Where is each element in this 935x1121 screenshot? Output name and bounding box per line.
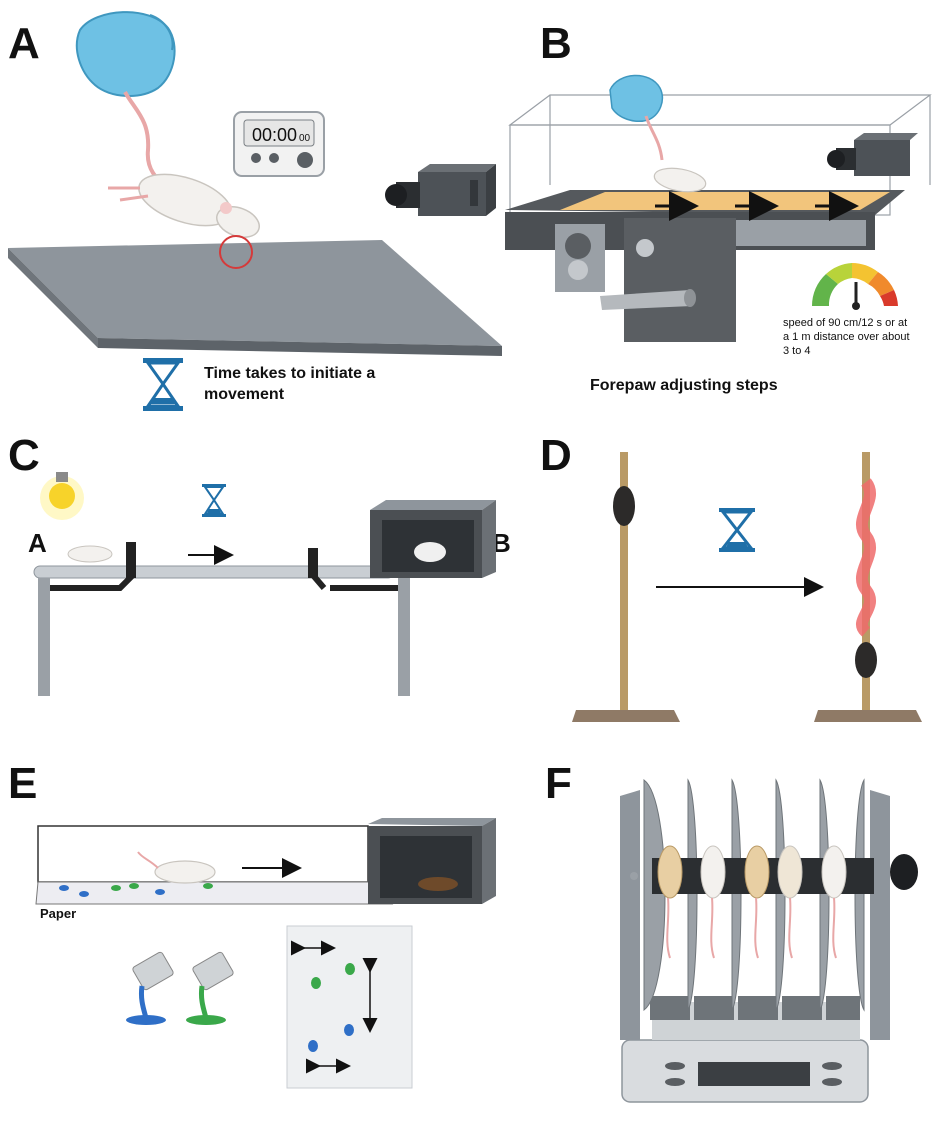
rotarod-dividers bbox=[643, 778, 865, 1012]
pole-right bbox=[814, 452, 922, 722]
rat bbox=[108, 173, 260, 238]
mouse bbox=[613, 486, 635, 526]
rotarod-base bbox=[621, 1039, 869, 1103]
mouse bbox=[855, 642, 877, 678]
panel-d: D bbox=[540, 431, 922, 722]
panel-label-e: E bbox=[8, 759, 37, 808]
camera-icon bbox=[827, 133, 918, 176]
motor bbox=[890, 854, 918, 890]
hourglass-icon bbox=[202, 484, 226, 517]
footprints bbox=[59, 883, 213, 897]
descent-path bbox=[856, 478, 876, 637]
rat bbox=[653, 167, 707, 193]
paint-can-icon bbox=[126, 951, 174, 1025]
treadmill bbox=[505, 190, 905, 342]
caption-a-line1: Time takes to initiate a bbox=[204, 365, 375, 382]
panel-a: A 00:00 00 bbox=[8, 11, 502, 411]
speed-gauge-icon bbox=[811, 263, 898, 310]
rat-tail bbox=[123, 91, 167, 187]
beam bbox=[33, 542, 410, 696]
pole-left bbox=[572, 452, 680, 722]
caption-a-line2: movement bbox=[204, 386, 285, 403]
caption-b: Forepaw adjusting steps bbox=[590, 377, 778, 394]
speed-text-line1: speed of 90 cm/12 s or at bbox=[783, 317, 907, 329]
paw-highlight-circle bbox=[219, 235, 253, 269]
hourglass-icon bbox=[143, 358, 183, 411]
runway bbox=[35, 818, 496, 905]
platform-edge bbox=[98, 338, 502, 356]
light-bulb-icon bbox=[40, 472, 84, 520]
camera-icon bbox=[385, 164, 496, 216]
panel-c: C A B bbox=[8, 431, 511, 696]
glove-hand-icon bbox=[609, 74, 664, 122]
platform-top bbox=[8, 240, 502, 346]
panel-b: B bbox=[505, 19, 932, 394]
end-label: B bbox=[492, 528, 511, 558]
paper-sheet bbox=[286, 925, 413, 1089]
glove-hand-icon bbox=[75, 11, 176, 97]
speed-text-line2: a 1 m distance over about bbox=[783, 331, 910, 343]
rotarod-frame bbox=[620, 790, 890, 1040]
timer-readout-small: 00 bbox=[299, 133, 311, 144]
speed-text-line3: 3 to 4 bbox=[783, 345, 811, 357]
panel-label-c: C bbox=[8, 431, 40, 480]
rat bbox=[67, 545, 113, 563]
stopwatch-icon: 00:00 00 bbox=[233, 111, 325, 177]
panel-label-d: D bbox=[540, 431, 572, 480]
paper-label: Paper bbox=[40, 906, 76, 921]
goal-box bbox=[370, 500, 496, 578]
timer-readout: 00:00 bbox=[252, 125, 297, 145]
panel-label-b: B bbox=[540, 19, 572, 68]
panel-label-f: F bbox=[545, 759, 572, 808]
rats-on-rod bbox=[657, 845, 847, 959]
paint-can-icon bbox=[186, 951, 234, 1025]
panel-f: F bbox=[545, 759, 918, 1103]
panel-e: E Paper bbox=[8, 759, 496, 1089]
rat bbox=[154, 860, 216, 884]
hourglass-icon bbox=[719, 508, 755, 552]
start-label: A bbox=[28, 528, 47, 558]
panel-label-a: A bbox=[8, 19, 40, 68]
